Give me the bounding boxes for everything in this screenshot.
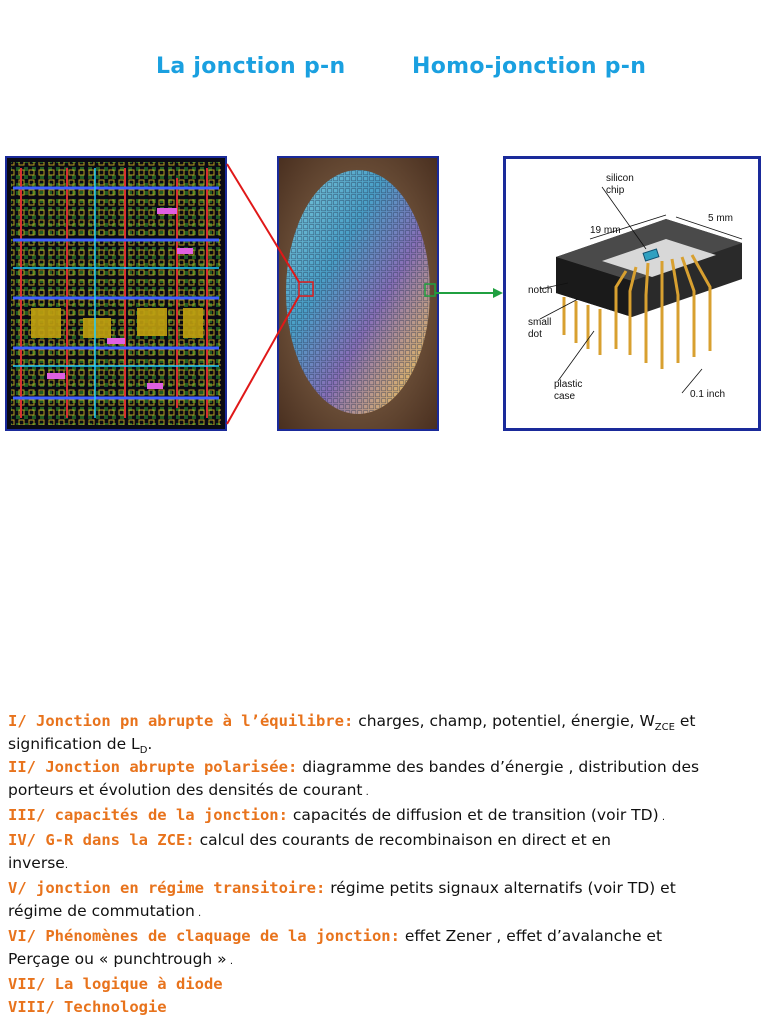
outline-item-1: I/ Jonction pn abrupte à l’équilibre: ch… [8, 712, 696, 734]
dip-package-image: silicon chip 19 mm 5 mm notch small dot … [503, 156, 761, 431]
label-5mm: 5 mm [708, 213, 733, 224]
ic-layout-image [5, 156, 227, 431]
label-small: small [528, 317, 551, 328]
outline-item-5: V/ jonction en régime transitoire: régim… [8, 879, 676, 897]
outline-item-8: VIII/ Technologie [8, 998, 167, 1016]
outline-item-2: II/ Jonction abrupte polarisée: diagramm… [8, 758, 700, 776]
outline-item-3: III/ capacités de la jonction: capacités… [8, 806, 665, 824]
label-case: case [554, 391, 576, 402]
outline-item-6: VI/ Phénomènes de claquage de la jonctio… [8, 927, 663, 945]
wafer-drawing [279, 158, 437, 429]
label-chip: chip [606, 185, 625, 196]
course-outline: I/ Jonction pn abrupte à l’équilibre: ch… [8, 710, 764, 1019]
label-0-1-inch: 0.1 inch [690, 389, 725, 400]
label-19mm: 19 mm [590, 225, 621, 236]
label-silicon: silicon [606, 173, 634, 184]
outline-item-1-cont: signification de LD. [8, 735, 153, 757]
green-arrow-head [493, 288, 503, 298]
label-notch: notch [528, 285, 552, 296]
outline-item-2-cont: porteurs et évolution des densités de co… [8, 781, 369, 799]
label-plastic: plastic [554, 379, 582, 390]
outline-item-7: VII/ La logique à diode [8, 975, 223, 993]
title-la-jonction-pn: La jonction p-n [156, 54, 346, 79]
silicon-wafer-image [277, 156, 439, 431]
outline-item-4-cont: inverse. [8, 854, 69, 872]
outline-item-4: IV/ G-R dans la ZCE: calcul des courants… [8, 831, 611, 849]
ic-layout-drawing [7, 158, 225, 429]
dip-package-drawing: silicon chip 19 mm 5 mm notch small dot … [528, 173, 743, 402]
outline-item-6-cont: Perçage ou « punchtrough » . [8, 950, 234, 968]
label-dot: dot [528, 329, 542, 340]
title-homo-jonction-pn: Homo-jonction p-n [412, 54, 647, 79]
outline-item-5-cont: régime de commutation . [8, 902, 202, 920]
